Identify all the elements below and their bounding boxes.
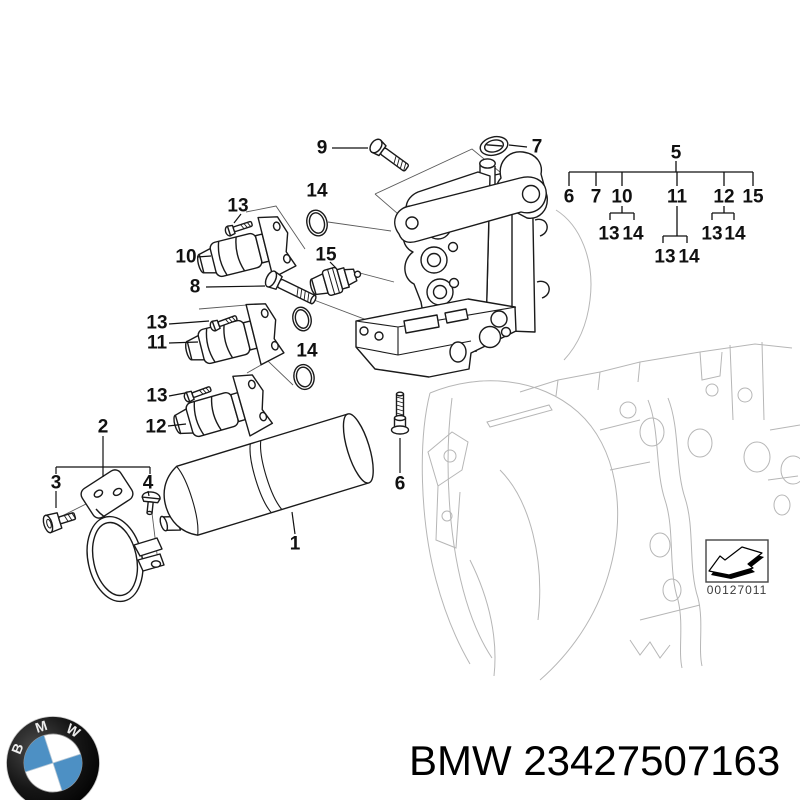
logo-letter-m: M [33, 717, 49, 736]
tree-item-15: 15 [742, 186, 764, 208]
bmw-roundel-logo: B M W [6, 716, 100, 800]
callout-3: 3 [50, 472, 62, 494]
screw-4-drawing [141, 491, 161, 516]
o-ring-14c-drawing [293, 363, 315, 391]
o-ring-14b-drawing [292, 306, 312, 332]
direction-arrow-icon [708, 546, 764, 579]
callout-15: 15 [315, 244, 337, 266]
callout-14b: 14 [296, 340, 318, 362]
tree-item-11: 11 [666, 186, 688, 208]
tree-item-12: 12 [713, 186, 735, 208]
tree-sub10-13: 13 [598, 223, 620, 245]
pressure-accumulator-drawing [159, 413, 374, 536]
tree-sub11-13: 13 [654, 246, 676, 268]
bolt-9-drawing [369, 138, 410, 172]
stamp-box [705, 539, 769, 583]
brand-text: BMW [409, 737, 512, 784]
tree-sub11-14: 14 [678, 246, 700, 268]
tree-item-10: 10 [611, 186, 633, 208]
vent-cap-7-drawing [479, 135, 509, 157]
leader-lines [55, 144, 528, 535]
manifold-block-drawing [355, 298, 517, 378]
clamp-drawing [80, 469, 165, 603]
callout-14a: 14 [306, 180, 328, 202]
tree-item-6: 6 [563, 186, 575, 208]
callout-4: 4 [142, 472, 154, 494]
tree-item-7: 7 [590, 186, 602, 208]
callout-7: 7 [531, 136, 543, 158]
callout-8: 8 [189, 276, 201, 298]
callout-13c: 13 [146, 385, 168, 407]
solenoid-valve-11-drawing [178, 297, 287, 383]
callout-6: 6 [394, 473, 406, 495]
callout-2: 2 [97, 416, 109, 438]
bolt-8-drawing [264, 270, 317, 305]
callout-10: 10 [175, 246, 197, 268]
tree-root-5: 5 [670, 142, 682, 164]
pressure-sensor-15-drawing [309, 266, 362, 296]
callout-12: 12 [145, 416, 167, 438]
o-ring-14a-drawing [306, 209, 328, 237]
legend-tree-lines [568, 161, 754, 243]
tree-sub12-14: 14 [724, 223, 746, 245]
valve-body-drawing [394, 151, 550, 359]
gearbox-background-drawing [421, 209, 800, 681]
callout-13a: 13 [227, 195, 249, 217]
tree-sub10-14: 14 [622, 223, 644, 245]
bolt-6-drawing [390, 391, 410, 435]
callout-9: 9 [316, 137, 328, 159]
stamp-number: 00127011 [706, 583, 768, 597]
callout-11: 11 [146, 332, 168, 354]
callout-13b: 13 [146, 312, 168, 334]
part-number-title: BMW 23427507163 [409, 737, 780, 785]
callout-1: 1 [289, 533, 301, 555]
tree-sub12-13: 13 [701, 223, 723, 245]
bolt-3-drawing [42, 512, 77, 534]
part-number-text: 23427507163 [523, 737, 781, 784]
